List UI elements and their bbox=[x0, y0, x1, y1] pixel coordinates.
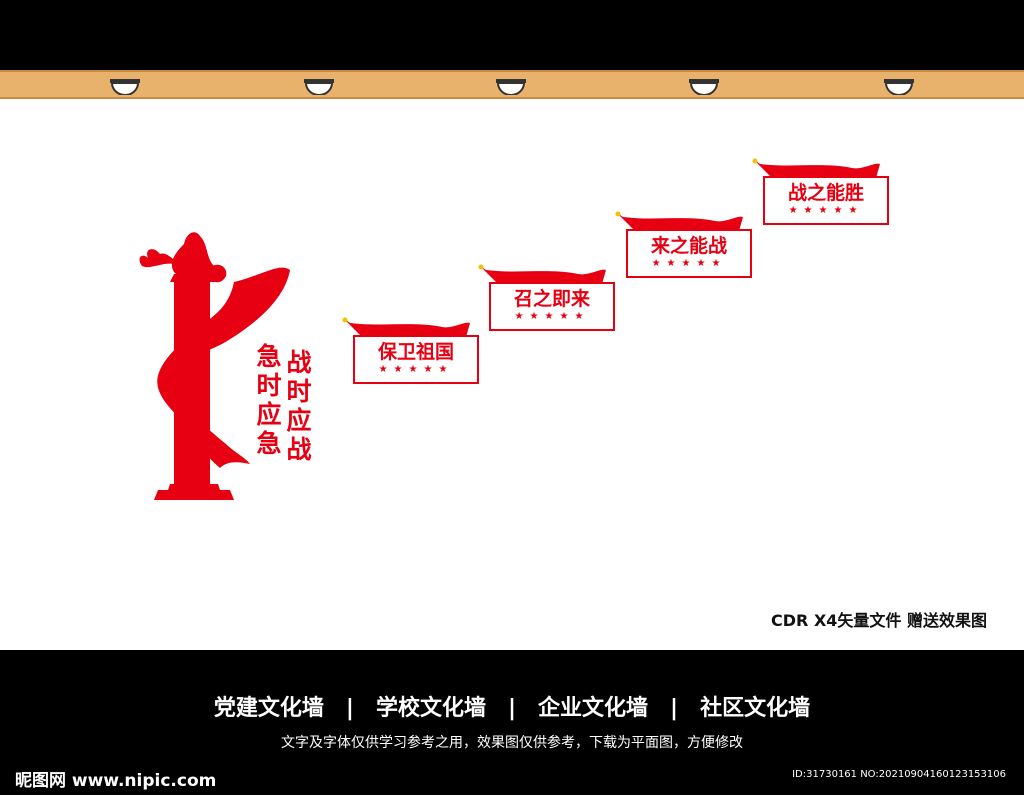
slogan-board-4: 战之能胜 ★★★★★ bbox=[763, 176, 889, 225]
slogan-left-vertical: 急时应急 bbox=[256, 342, 282, 458]
slogan-board-1: 保卫祖国 ★★★★★ bbox=[353, 335, 479, 384]
category-party-building: 党建文化墙 bbox=[213, 696, 324, 721]
board-label: 召之即来 bbox=[513, 288, 590, 310]
red-flag-icon bbox=[615, 211, 743, 232]
red-flag-icon bbox=[478, 264, 606, 285]
usage-note: 文字及字体仅供学习参考之用，效果图仅供参考，下载为平面图，方便修改 bbox=[281, 735, 743, 751]
huabiao-pillar-icon bbox=[139, 232, 290, 500]
star-row-icon: ★★★★★ bbox=[651, 258, 727, 269]
spotlight-icon bbox=[689, 79, 719, 95]
separator: | bbox=[345, 696, 354, 721]
slogan-right-vertical: 战时应战 bbox=[286, 348, 312, 464]
star-row-icon: ★★★★★ bbox=[514, 311, 590, 322]
red-flag-icon bbox=[342, 317, 470, 338]
category-community: 社区文化墙 bbox=[700, 696, 811, 721]
separator: | bbox=[507, 696, 517, 721]
board-label: 战之能胜 bbox=[787, 182, 864, 204]
image-id: ID:31730161 NO:20210904160123153106 bbox=[792, 769, 1006, 780]
star-row-icon: ★★★★★ bbox=[378, 364, 454, 375]
spotlight-icon bbox=[496, 79, 526, 95]
board-label: 保卫祖国 bbox=[377, 341, 454, 363]
footer-bar bbox=[0, 650, 1024, 795]
top-black-bar bbox=[0, 0, 1024, 70]
slogan-board-3: 来之能战 ★★★★★ bbox=[626, 229, 752, 278]
file-format-caption: CDR X4矢量文件 赠送效果图 bbox=[771, 611, 987, 630]
category-list: 党建文化墙 | 学校文化墙 | 企业文化墙 | 社区文化墙 bbox=[0, 690, 1024, 722]
spotlight-icon bbox=[110, 79, 140, 95]
spotlight-icon bbox=[884, 79, 914, 95]
red-flag-icon bbox=[752, 158, 880, 179]
board-label: 来之能战 bbox=[650, 235, 727, 257]
slogan-board-2: 召之即来 ★★★★★ bbox=[489, 282, 615, 331]
site-watermark: 昵图网 www.nipic.com bbox=[15, 771, 217, 791]
separator: | bbox=[670, 696, 679, 721]
category-enterprise: 企业文化墙 bbox=[538, 696, 649, 721]
spotlight-icon bbox=[304, 79, 334, 95]
category-school: 学校文化墙 bbox=[375, 696, 486, 721]
star-row-icon: ★★★★★ bbox=[788, 205, 864, 216]
